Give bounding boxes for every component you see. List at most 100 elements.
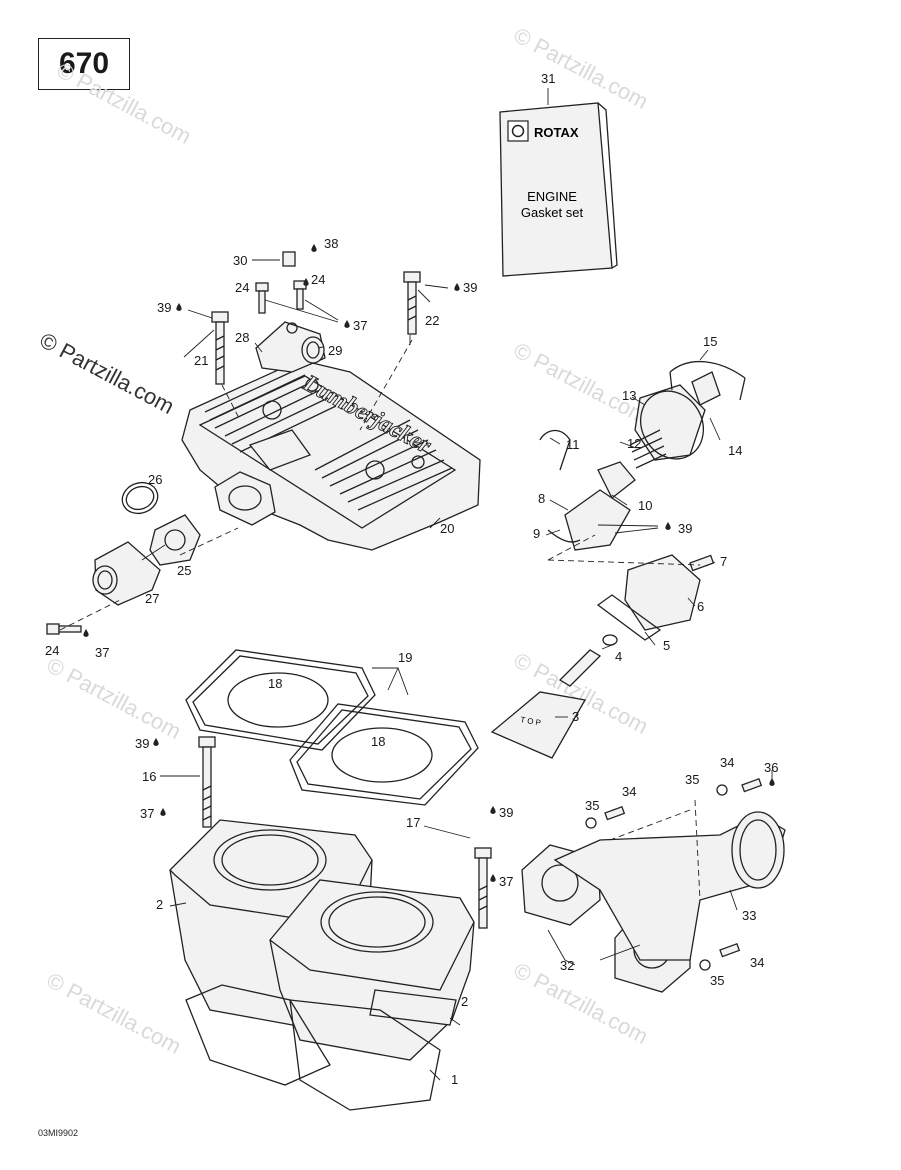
part-label: 26 xyxy=(148,472,162,487)
part-label: 13 xyxy=(622,388,636,403)
exhaust-parts xyxy=(521,778,786,993)
part-label: 37 xyxy=(140,806,154,821)
part-label: 10 xyxy=(638,498,652,513)
gasket-line2: Gasket set xyxy=(521,205,584,220)
part-label: 15 xyxy=(703,334,717,349)
part-label: 24 xyxy=(45,643,59,658)
watermark: © Partzilla.com xyxy=(43,652,186,744)
part-label: 7 xyxy=(720,554,727,569)
part-label: 12 xyxy=(627,436,641,451)
watermark: © Partzilla.com xyxy=(43,967,186,1059)
part-label: 39 xyxy=(157,300,171,315)
part-label: 38 xyxy=(324,236,338,251)
cylinder-block xyxy=(169,819,475,1111)
part-label: 9 xyxy=(533,526,540,541)
lubricant-drop-icon xyxy=(769,778,775,786)
cylinder-gasket-right xyxy=(289,703,479,806)
leader-lines xyxy=(141,284,773,1081)
part-label: 39 xyxy=(463,280,477,295)
watermark-dark: © Partzilla.com xyxy=(36,327,179,419)
gasket-line1: ENGINE xyxy=(527,189,577,204)
watermark: © Partzilla.com xyxy=(510,337,653,429)
part-label: 30 xyxy=(233,253,247,268)
part-label: 35 xyxy=(685,772,699,787)
thermostat-assembly xyxy=(59,481,239,631)
cylinder-bolt-16 xyxy=(198,736,216,828)
lubricant-drop-icon xyxy=(665,522,671,530)
plug-screw xyxy=(252,251,296,267)
part-label: 35 xyxy=(585,798,599,813)
part-label: 19 xyxy=(398,650,412,665)
water-outlet xyxy=(255,321,326,373)
part-label: 36 xyxy=(764,760,778,775)
part-label: 8 xyxy=(538,491,545,506)
lubricant-drop-icon xyxy=(454,283,460,291)
part-label: 14 xyxy=(728,443,742,458)
head-bolt-21 xyxy=(211,311,229,385)
part-label: 28 xyxy=(235,330,249,345)
svg-text:T O P: T O P xyxy=(520,715,542,727)
cylinder-bolt-17 xyxy=(474,847,492,929)
part-label: 37 xyxy=(499,874,513,889)
lubricant-drop-icon xyxy=(83,629,89,637)
part-label: 29 xyxy=(328,343,342,358)
part-label: 24 xyxy=(311,272,325,287)
exhaust-screw-c xyxy=(719,943,741,958)
part-label: 3 xyxy=(572,709,579,724)
exhaust-screw-b xyxy=(741,778,763,793)
part-label: 2 xyxy=(156,897,163,912)
part-label: 37 xyxy=(353,318,367,333)
lubricant-drop-icon xyxy=(303,278,309,286)
part-label: 39 xyxy=(678,521,692,536)
part-label: 16 xyxy=(142,769,156,784)
gasket-brand: ROTAX xyxy=(534,125,579,140)
document-reference: 03MI9902 xyxy=(38,1128,79,1138)
part-label: 18 xyxy=(268,676,282,691)
drop-icons xyxy=(83,244,775,882)
part-label: 34 xyxy=(720,755,734,770)
lubricant-drop-icon xyxy=(490,806,496,814)
bolts xyxy=(46,271,492,929)
cylinder-gasket-left xyxy=(185,649,376,751)
diagram-code: 670 xyxy=(58,47,110,80)
part-label: 34 xyxy=(750,955,764,970)
part-labels: 31 38 30 24 24 39 39 37 22 28 29 21 15 1… xyxy=(45,71,778,1087)
part-label: 39 xyxy=(499,805,513,820)
lubricant-drop-icon xyxy=(153,738,159,746)
lubricant-drop-icon xyxy=(344,320,350,328)
part-label: 24 xyxy=(235,280,249,295)
gasket-set-box: ROTAX ENGINE Gasket set xyxy=(499,88,618,277)
part-label: 6 xyxy=(697,599,704,614)
part-label: 5 xyxy=(663,638,670,653)
screw-24c xyxy=(46,623,82,635)
rave-valve: T O P xyxy=(490,360,746,759)
part-label: 32 xyxy=(560,958,574,973)
part-label: 21 xyxy=(194,353,208,368)
watermark: © Partzilla.com xyxy=(510,22,653,114)
part-label: 25 xyxy=(177,563,191,578)
part-label: 18 xyxy=(371,734,385,749)
lubricant-drop-icon xyxy=(490,874,496,882)
lubricant-drop-icon xyxy=(311,244,317,252)
head-bolt-22 xyxy=(403,271,421,335)
part-label: 27 xyxy=(145,591,159,606)
cylinder-head: Lumberjacker xyxy=(181,359,481,551)
part-label: 2 xyxy=(461,994,468,1009)
part-label: 34 xyxy=(622,784,636,799)
screw-24a xyxy=(255,282,269,314)
part-label: 35 xyxy=(710,973,724,988)
part-label: 11 xyxy=(566,437,580,452)
part-label: 22 xyxy=(425,313,439,328)
part-label: 4 xyxy=(615,649,622,664)
lubricant-drop-icon xyxy=(176,303,182,311)
part-label: 33 xyxy=(742,908,756,923)
part-label: 1 xyxy=(451,1072,458,1087)
watermark: © Partzilla.com xyxy=(53,57,196,149)
rotax-logo-icon xyxy=(507,120,529,142)
diagram-code-box: 670 xyxy=(38,38,130,90)
part-label: 31 xyxy=(541,71,555,86)
part-label: 39 xyxy=(135,736,149,751)
lubricant-drop-icon xyxy=(160,808,166,816)
part-label: 20 xyxy=(440,521,454,536)
